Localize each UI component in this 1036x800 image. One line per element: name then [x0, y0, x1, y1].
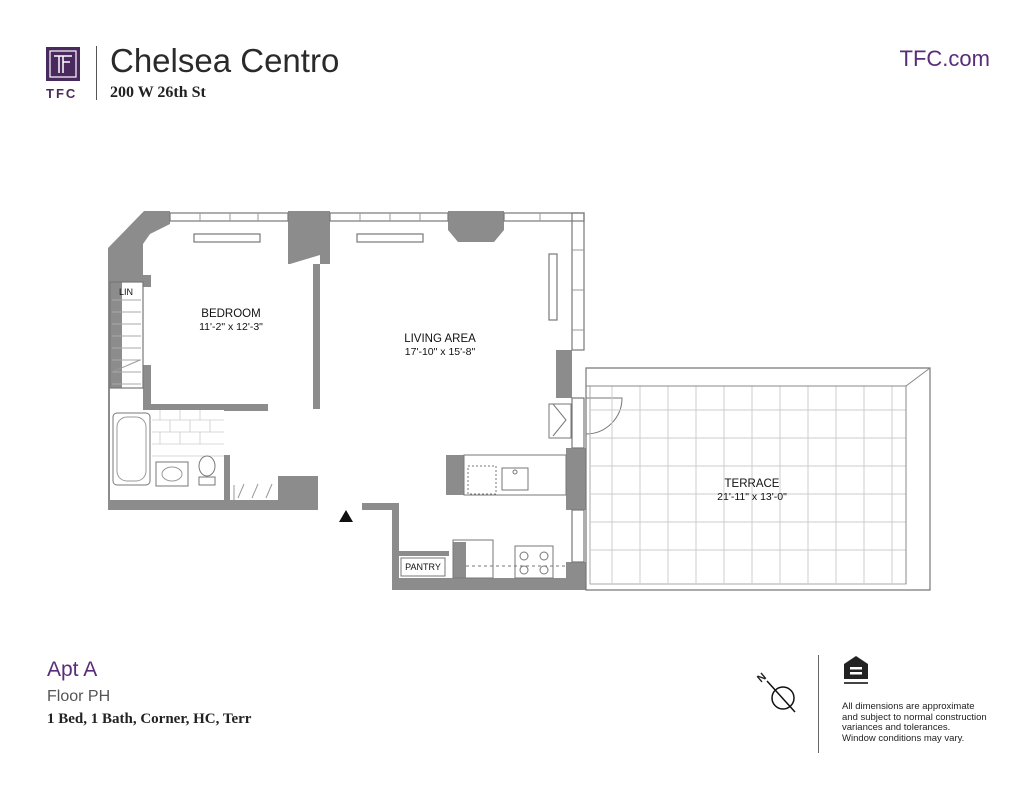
bedroom-south-wall — [143, 404, 268, 411]
closet-wall-lower — [143, 365, 151, 405]
kitchen-sink — [501, 467, 529, 491]
window-east-door — [571, 397, 585, 449]
toilet — [198, 455, 216, 477]
terrace — [585, 367, 931, 591]
living-area-name: LIVING AREA — [404, 333, 476, 345]
apartment-name: Apt A — [47, 658, 98, 681]
kitchen — [400, 454, 567, 579]
bedroom-label: BEDROOM 11'-2" x 12'-3" — [186, 308, 276, 334]
living-area-label: LIVING AREA 17'-10" x 15'-8" — [390, 333, 490, 359]
sink — [155, 461, 189, 487]
column-east-lower — [566, 448, 586, 510]
stove — [514, 545, 554, 579]
bathroom — [110, 410, 224, 500]
kitchen-column — [446, 455, 464, 495]
ac-unit-2 — [356, 233, 424, 243]
window-north-2 — [329, 212, 449, 222]
window-east-lower — [571, 509, 585, 563]
south-wall-east — [362, 503, 586, 590]
building-name: Chelsea Centro — [110, 42, 340, 79]
column-east-upper — [556, 350, 572, 398]
building-address: 200 W 26th St — [110, 84, 206, 101]
bedroom-name: BEDROOM — [201, 308, 261, 320]
linen-label: LIN — [118, 287, 133, 297]
tfc-logo-icon — [46, 47, 80, 81]
apartment-description: 1 Bed, 1 Bath, Corner, HC, Terr — [47, 711, 252, 727]
bedroom-dims: 11'-2" x 12'-3" — [199, 321, 263, 333]
ac-unit-1 — [193, 233, 261, 243]
column-north-east — [448, 211, 504, 242]
terrace-label: TERRACE 21'-11" x 13'-0" — [700, 478, 804, 504]
living-area-dims: 17'-10" x 15'-8" — [404, 346, 476, 358]
footer-divider — [818, 655, 819, 753]
pantry-box — [400, 557, 446, 577]
equal-housing-icon — [843, 655, 869, 687]
header-divider — [96, 46, 97, 100]
window-east — [571, 212, 585, 351]
site-link[interactable]: TFC.com — [899, 46, 990, 71]
closet-wall — [143, 275, 151, 287]
apartment-floor: Floor PH — [47, 688, 111, 705]
disclaimer-text: All dimensions are approximate and subje… — [842, 701, 987, 744]
dishwasher — [467, 465, 497, 495]
ac-unit-3 — [548, 253, 558, 321]
terrace-door — [548, 397, 623, 439]
column-north-mid — [288, 211, 330, 264]
linen-closet — [109, 281, 144, 389]
west-wall — [108, 211, 170, 500]
logo-wordmark: TFC — [46, 86, 78, 101]
entry-arrow-icon — [339, 510, 353, 522]
bathtub — [112, 412, 151, 486]
partition-wall — [313, 264, 320, 409]
window-north-1 — [169, 212, 289, 222]
pantry-wall — [399, 551, 449, 556]
north-compass-icon — [755, 672, 805, 718]
south-wall-west — [108, 455, 318, 510]
pantry-label: PANTRY — [405, 562, 441, 572]
terrace-name: TERRACE — [724, 478, 780, 490]
refrigerator — [452, 539, 494, 579]
terrace-dims: 21'-11" x 13'-0" — [717, 491, 787, 503]
